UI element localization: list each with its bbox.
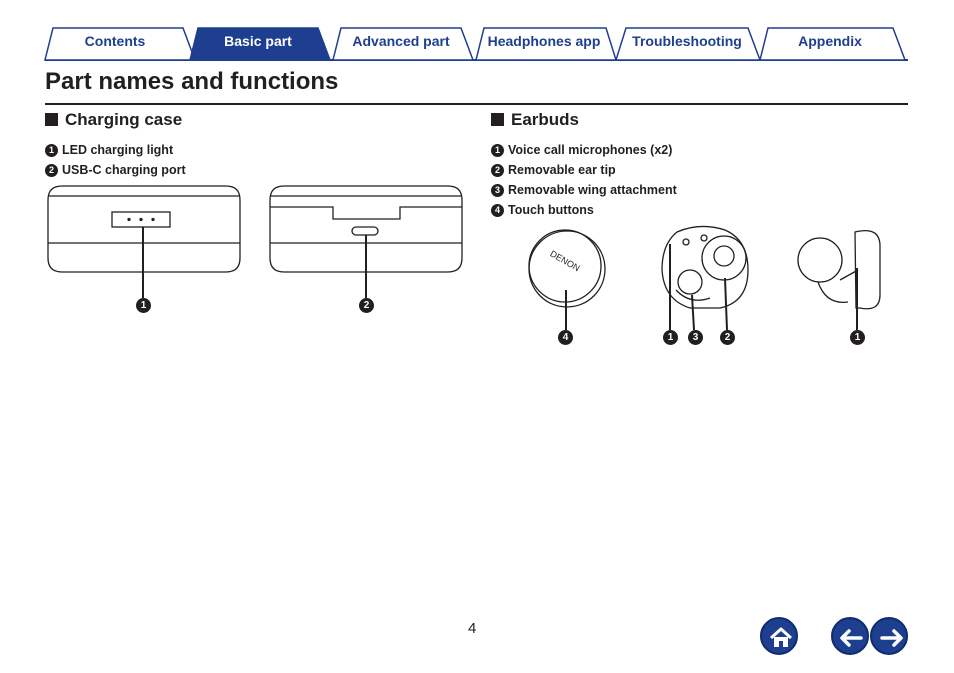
page-title: Part names and functions bbox=[45, 68, 339, 95]
number-badge: 2 bbox=[45, 163, 58, 177]
arrow-right-icon bbox=[880, 629, 903, 647]
tab-troubleshooting[interactable]: Troubleshooting bbox=[632, 33, 742, 49]
charging-case-parts-list: 1 LED charging light 2 USB-C charging port bbox=[45, 140, 186, 180]
callout-microphone-side: 1 bbox=[850, 330, 865, 345]
list-item-label: Removable ear tip bbox=[508, 163, 616, 177]
tab-bar: Contents Basic part Advanced part Headph… bbox=[0, 0, 954, 64]
next-page-button[interactable] bbox=[870, 617, 908, 655]
number-badge: 1 bbox=[491, 143, 504, 157]
home-icon bbox=[769, 627, 793, 647]
list-item-label: Voice call microphones (x2) bbox=[508, 143, 673, 157]
square-bullet-icon bbox=[491, 113, 504, 126]
list-item: 2 Removable ear tip bbox=[491, 160, 677, 180]
earbud-side-illustration bbox=[797, 229, 881, 330]
parts-illustrations: DENON bbox=[47, 185, 881, 331]
callout-led-light: 1 bbox=[136, 298, 151, 313]
earbud-brand-logo: DENON bbox=[548, 248, 581, 273]
list-item-label: Removable wing attachment bbox=[508, 183, 677, 197]
tab-contents-shape[interactable] bbox=[44, 27, 197, 61]
list-item: 3 Removable wing attachment bbox=[491, 180, 677, 200]
tab-appendix[interactable]: Appendix bbox=[798, 33, 862, 49]
number-badge: 1 bbox=[45, 143, 58, 157]
callout-usb-port: 2 bbox=[359, 298, 374, 313]
title-divider bbox=[45, 103, 908, 105]
tab-advanced-part[interactable]: Advanced part bbox=[352, 33, 450, 49]
charging-case-front-illustration bbox=[47, 185, 241, 298]
callout-wing-attachment: 3 bbox=[688, 330, 703, 345]
callout-ear-tip: 2 bbox=[720, 330, 735, 345]
tab-basic-part-shape[interactable] bbox=[189, 27, 332, 61]
list-item: 1 LED charging light bbox=[45, 140, 186, 160]
tab-advanced-part-shape[interactable] bbox=[332, 27, 475, 61]
charging-case-back-illustration bbox=[269, 185, 463, 298]
list-item-label: LED charging light bbox=[62, 143, 174, 157]
tab-troubleshooting-shape[interactable] bbox=[614, 27, 762, 61]
earbuds-heading: Earbuds bbox=[491, 110, 579, 130]
tab-bar-shapes bbox=[44, 27, 908, 61]
charging-case-heading: Charging case bbox=[45, 110, 182, 130]
callout-microphone: 1 bbox=[663, 330, 678, 345]
charging-case-heading-text: Charging case bbox=[65, 110, 183, 129]
earbuds-heading-text: Earbuds bbox=[511, 110, 580, 129]
callout-touch-buttons: 4 bbox=[558, 330, 573, 345]
number-badge: 4 bbox=[491, 203, 504, 217]
tab-contents[interactable]: Contents bbox=[84, 33, 146, 49]
earbud-front-illustration bbox=[528, 229, 606, 330]
page-number: 4 bbox=[468, 620, 477, 637]
list-item: 4 Touch buttons bbox=[491, 200, 677, 220]
square-bullet-icon bbox=[45, 113, 58, 126]
list-item: 1 Voice call microphones (x2) bbox=[491, 140, 677, 160]
tab-headphones-app[interactable]: Headphones app bbox=[487, 33, 601, 49]
tab-basic-part[interactable]: Basic part bbox=[224, 33, 292, 49]
list-item-label: Touch buttons bbox=[508, 203, 594, 217]
tab-headphones-app-shape[interactable] bbox=[475, 27, 618, 61]
number-badge: 3 bbox=[491, 183, 504, 197]
list-item-label: USB-C charging port bbox=[62, 163, 186, 177]
previous-page-button[interactable] bbox=[831, 617, 869, 655]
earbud-inner-illustration bbox=[661, 225, 749, 331]
tab-appendix-shape[interactable] bbox=[759, 27, 907, 61]
list-item: 2 USB-C charging port bbox=[45, 160, 186, 180]
arrow-left-icon bbox=[840, 629, 863, 647]
number-badge: 2 bbox=[491, 163, 504, 177]
home-button[interactable] bbox=[760, 617, 798, 655]
